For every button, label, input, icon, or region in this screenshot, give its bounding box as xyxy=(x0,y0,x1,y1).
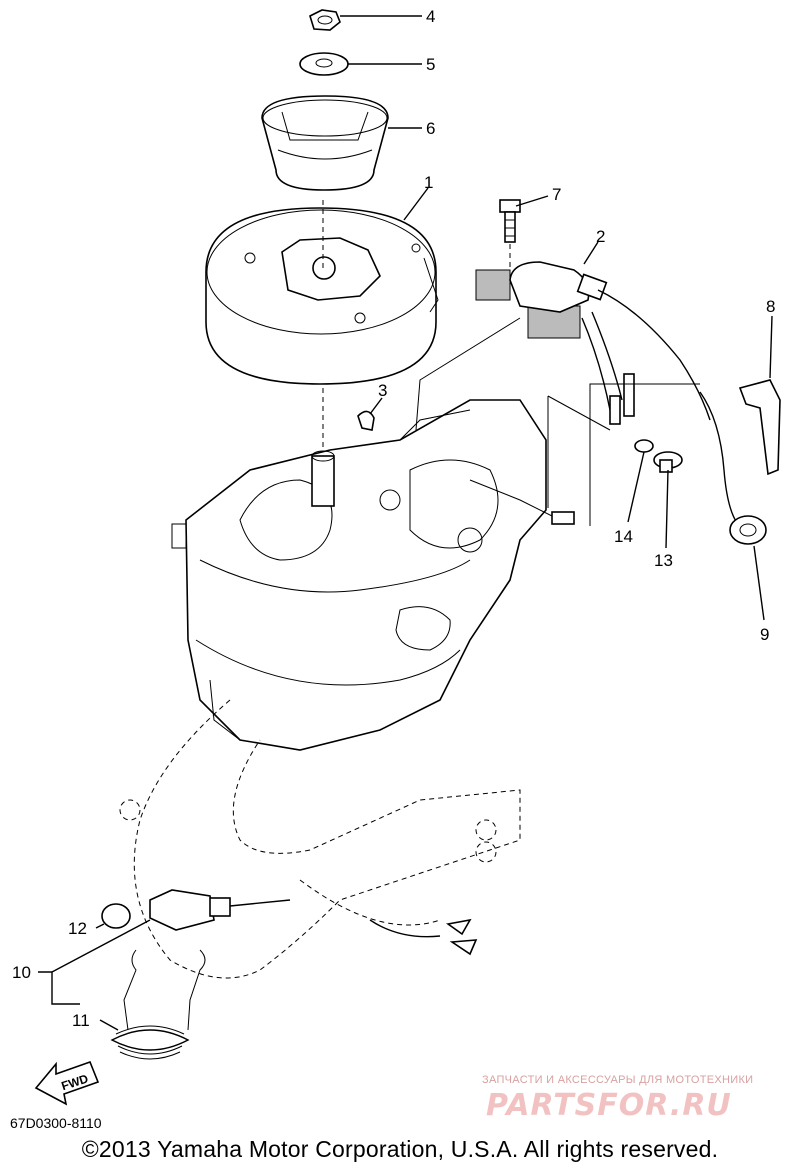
part-screw xyxy=(653,451,683,473)
callout-12: 12 xyxy=(68,919,87,938)
part-flywheel xyxy=(205,207,439,385)
callout-11: 11 xyxy=(72,1011,90,1030)
leader-lines xyxy=(38,15,773,1031)
callout-7: 7 xyxy=(552,185,561,204)
callout-9: 9 xyxy=(760,625,769,644)
part-plug-cap xyxy=(699,379,781,531)
watermark-tagline: ЗАПЧАСТИ И АКСЕССУАРЫ ДЛЯ МОТОТЕХНИКИ xyxy=(482,1074,754,1086)
watermark-logo: PARTSFOR.RU xyxy=(486,1088,732,1123)
callout-5: 5 xyxy=(426,55,435,74)
copyright-notice: ©2013 Yamaha Motor Corporation, U.S.A. A… xyxy=(81,1136,719,1162)
part-small-washer xyxy=(634,439,654,453)
callout-14: 14 xyxy=(614,527,633,546)
part-ignition-coil xyxy=(475,261,711,425)
callout-8: 8 xyxy=(766,297,775,316)
part-lanyard xyxy=(110,1025,190,1060)
callout-10: 10 xyxy=(12,963,31,982)
callout-13: 13 xyxy=(654,551,673,570)
part-bolt xyxy=(499,199,521,243)
part-grommet xyxy=(729,515,767,545)
tiller-handle xyxy=(119,699,521,979)
part-starter-cup xyxy=(261,95,389,191)
engine-block xyxy=(171,399,575,751)
callout-6: 6 xyxy=(426,119,435,138)
drawing-code: 67D0300-8110 xyxy=(10,1115,102,1131)
part-washer xyxy=(299,52,349,76)
fwd-arrow: FWD xyxy=(34,1060,100,1106)
part-nut xyxy=(309,9,341,31)
part-woodruff-key xyxy=(357,410,375,431)
callout-4: 4 xyxy=(426,7,435,26)
part-switch-cap xyxy=(101,903,131,929)
callout-3: 3 xyxy=(378,381,387,400)
callout-numbers: 1 2 3 4 5 6 7 8 9 10 11 12 13 14 xyxy=(12,7,775,1030)
part-stop-switch xyxy=(123,889,478,1031)
callout-2: 2 xyxy=(596,227,605,246)
callout-1: 1 xyxy=(424,173,433,192)
